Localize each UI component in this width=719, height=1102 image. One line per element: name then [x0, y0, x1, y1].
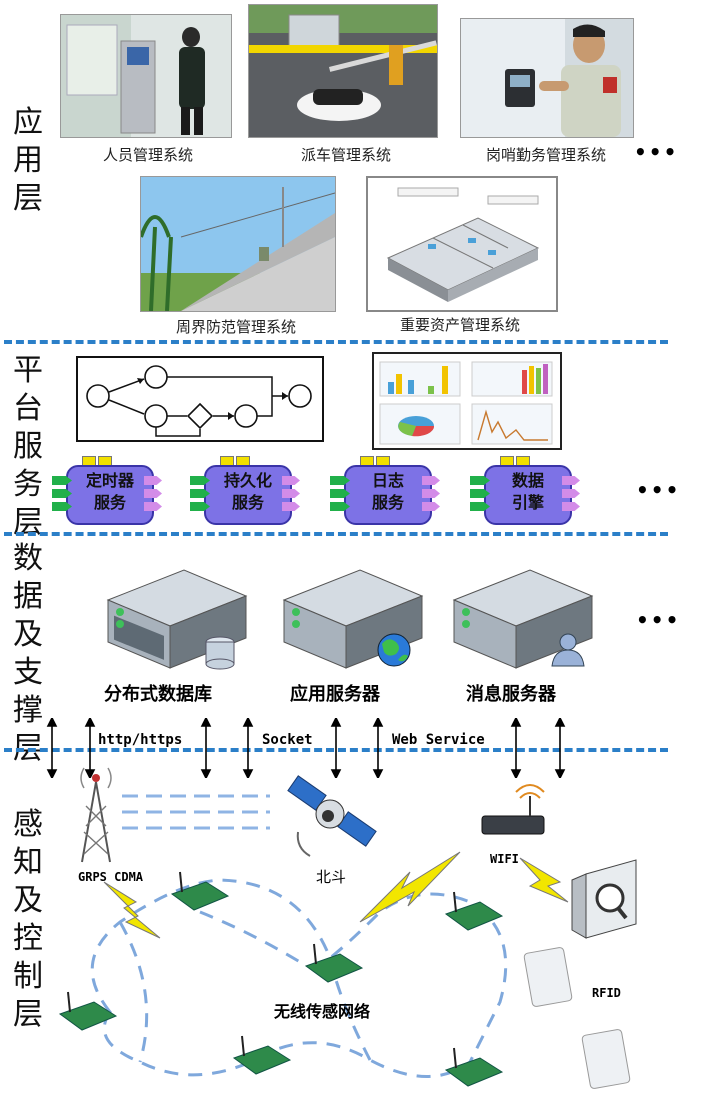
label-char: 支	[13, 655, 43, 690]
label-char: 感	[13, 807, 43, 842]
platform-more: •••	[636, 478, 681, 502]
label-char: 应	[13, 105, 43, 140]
wifi-label: WIFI	[490, 852, 519, 866]
rfid-card-icon	[523, 947, 631, 1089]
protocol-webservice: Web Service	[392, 732, 485, 748]
service-line1: 定时器	[85, 471, 134, 490]
server-application	[282, 569, 424, 669]
label-char: 层	[13, 505, 43, 540]
service-line2: 服务	[371, 493, 404, 512]
service-line2: 引擎	[511, 493, 544, 512]
caption-asset: 重要资产管理系统	[399, 316, 520, 334]
personnel-photo	[60, 14, 232, 138]
satellite-icon	[287, 775, 377, 857]
perimeter-wall-photo	[140, 176, 336, 312]
rfid-label: RFID	[592, 986, 621, 1000]
service-line1: 日志	[371, 471, 404, 490]
label-char: 及	[13, 883, 43, 918]
guard-duty-photo	[460, 18, 634, 138]
label-char: 控	[13, 921, 43, 956]
label-char: 知	[13, 845, 43, 880]
data-more: •••	[636, 608, 681, 632]
label-char: 及	[13, 617, 43, 652]
label-char: 用	[13, 143, 43, 178]
label-char: 据	[13, 579, 43, 614]
protocol-http: http/https	[98, 732, 183, 748]
protocol-socket: Socket	[262, 732, 313, 748]
server-label-db: 分布式数据库	[104, 684, 212, 705]
layer-label-platform: 平 台 服 务 层	[8, 352, 48, 542]
protocol-arrows	[46, 718, 566, 778]
report-chart-thumbnail	[372, 352, 562, 450]
service-label: 定时器 服务	[66, 470, 154, 514]
server-label-msg: 消息服务器	[466, 684, 556, 705]
label-char: 务	[13, 467, 43, 502]
workflow-diagram	[76, 356, 324, 442]
service-line2: 服务	[93, 493, 126, 512]
service-line2: 服务	[231, 493, 264, 512]
server-message	[452, 569, 594, 669]
divider-platform-data	[4, 532, 668, 536]
vehicle-gate-photo	[248, 4, 438, 138]
beidou-label: 北斗	[316, 868, 347, 886]
service-timer: 定时器 服务	[52, 456, 162, 525]
divider-application-platform	[4, 340, 668, 344]
service-line1: 数据	[511, 471, 544, 490]
label-char: 数	[13, 541, 43, 576]
caption-perimeter: 周界防范管理系统	[175, 318, 296, 336]
perception-network	[58, 767, 637, 1089]
label-char: 层	[13, 997, 43, 1032]
service-label: 日志 服务	[344, 470, 432, 514]
layer-label-perception: 感 知 及 控 制 层	[8, 806, 48, 1034]
sensor-node-icon	[58, 871, 504, 1087]
wsn-label: 无线传感网络	[274, 1002, 371, 1021]
layer-label-application: 应 用 层	[8, 104, 48, 218]
label-char: 台	[13, 391, 43, 426]
service-line1: 持久化	[223, 471, 272, 490]
tower-icon	[80, 767, 112, 863]
service-persistence: 持久化 服务	[190, 456, 300, 525]
caption-guard-duty: 岗哨勤务管理系统	[485, 146, 606, 164]
rfid-reader-icon	[571, 859, 637, 939]
server-distributed-db	[106, 569, 248, 670]
application-more: •••	[634, 140, 679, 164]
asset-floorplan-photo	[366, 176, 558, 312]
caption-personnel: 人员管理系统	[102, 146, 193, 164]
wifi-router-icon	[481, 784, 545, 835]
globe-icon	[377, 633, 411, 667]
label-char: 平	[13, 353, 43, 388]
label-char: 制	[13, 959, 43, 994]
server-label-app: 应用服务器	[290, 684, 380, 705]
label-char: 服	[13, 429, 43, 464]
user-icon	[551, 633, 585, 667]
service-label: 数据 引擎	[484, 470, 572, 514]
service-label: 持久化 服务	[204, 470, 292, 514]
database-icon	[205, 636, 235, 670]
label-char: 撑	[13, 693, 43, 728]
caption-vehicle: 派车管理系统	[300, 146, 391, 164]
label-char: 层	[13, 181, 43, 216]
service-log: 日志 服务	[330, 456, 440, 525]
gprs-cdma-label: GRPS CDMA	[78, 870, 144, 884]
service-data-engine: 数据 引擎	[470, 456, 580, 525]
